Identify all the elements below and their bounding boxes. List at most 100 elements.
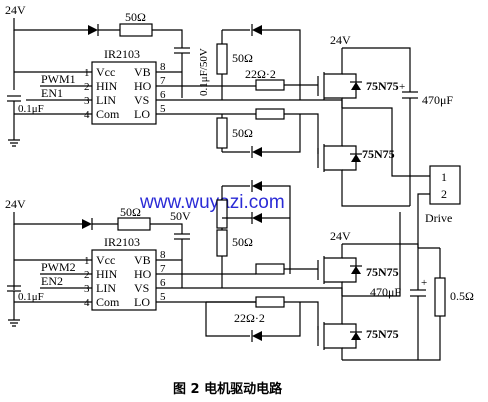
top-ground [8,139,20,147]
top-bootstrap-cap [174,47,190,54]
bottom-bulk-cap [410,289,426,297]
bottom-boot-resistor [117,217,151,231]
bottom-boot-resistor-label: 50Ω [120,205,141,219]
top-lo-gate-diode [251,146,262,158]
top-pinnum-8: 8 [160,61,166,73]
bottom-pin-lo: LO [134,295,150,309]
top-driver-section: 24V 50Ω 0.1μF/50V IR2103 Vcc HIN LIN Com… [5,3,453,207]
top-supply-wire [13,18,88,31]
bottom-hi-gate-diode-2 [251,212,262,224]
top-pinnum-7: 7 [160,75,166,87]
bottom-ir2103-chip [91,249,157,311]
top-supply-label: 24V [5,3,26,17]
bottom-hi-supply-label: 24V [330,229,351,243]
top-hi-mosfet [317,70,362,108]
top-lo-pull-resistor-label: 50Ω [232,126,253,140]
bottom-bypass-cap-label: 0.1μF [18,291,44,303]
bottom-sense-resistor-label: 0.5Ω [450,289,474,303]
bottom-bootstrap-cap [174,233,190,240]
bottom-pinnum-8: 8 [160,249,166,261]
motor-block: 1 2 Drive [417,165,461,248]
top-pin-lin: LIN [96,93,116,107]
top-pin-hin: HIN [96,79,118,93]
motor-label: Drive [425,211,452,225]
bottom-pinnum-3: 3 [84,283,90,295]
bottom-pin-ho: HO [134,267,152,281]
top-pinnum-2: 2 [84,81,90,93]
bottom-hi-pull-resistor-b [216,229,228,257]
bottom-input-en2: EN2 [41,274,63,288]
motor-pin-2: 2 [441,187,447,201]
bottom-gate-resistor-label: 22Ω·2 [234,311,265,325]
bottom-supply-label: 24V [5,197,26,211]
bottom-hi-gate-resistor [255,263,285,275]
motor-pin-1: 1 [441,170,447,184]
bottom-pin-lin: LIN [96,281,116,295]
top-chip-label: IR2103 [104,47,140,61]
top-lo-pull-resistor [216,117,228,149]
bottom-pinnum-6: 6 [160,277,166,289]
top-pinnum-5: 5 [160,103,166,115]
bottom-pin-vs: VS [134,281,149,295]
watermark: www.wuyazi.com [139,192,285,213]
top-pinnum-6: 6 [160,89,166,101]
top-boot-resistor [119,23,153,37]
top-pinnum-4: 4 [84,109,90,121]
bottom-bulk-cap-plus: + [421,277,427,289]
bottom-hi-mosfet [317,256,362,296]
bottom-pinnum-7: 7 [160,263,166,275]
bottom-pinnum-5: 5 [160,291,166,303]
bottom-pinnum-2: 2 [84,269,90,281]
bottom-bulk-cap-label: 470μF [370,285,401,299]
top-pin-lo: LO [134,107,150,121]
top-pin-com: Com [96,107,120,121]
top-hi-supply-label: 24V [330,33,351,47]
top-lo-gate-resistor [255,108,285,120]
bottom-lo-gate-resistor [255,296,285,308]
top-hi-gate-diode [251,24,262,36]
top-pinnum-1: 1 [84,67,90,79]
bottom-driver-section: 24V 50Ω 50V IR2103 Vcc HIN LIN Com VB HO… [5,180,474,361]
bottom-hi-mosfet-label: 75N75 [366,265,399,279]
bottom-hi-pull-resistor-label: 50Ω [232,235,253,249]
bottom-bootstrap-diode [82,218,93,230]
top-pin-vcc: Vcc [96,65,115,79]
top-bypass-cap [7,95,21,102]
bottom-bootstrap-cap-label: 50V [170,209,191,223]
bottom-ground [8,319,20,327]
top-bulk-cap-plus: + [399,81,405,93]
top-bootstrap-diode [88,24,99,36]
bottom-lo-mosfet-label: 75N75 [366,327,399,341]
bottom-input-pwm2: PWM2 [41,260,76,274]
bottom-pinnum-4: 4 [84,297,90,309]
top-bulk-cap-label: 470μF [422,93,453,107]
top-input-pwm1: PWM1 [41,72,76,86]
bottom-hi-gate-diode [251,180,262,192]
bottom-lo-gate-diode [251,330,262,342]
top-bootstrap-cap-label: 0.1μF/50V [198,48,210,96]
figure-caption: 图 2 电机驱动电路 [173,381,283,397]
top-ir2103-chip [91,61,157,125]
top-hi-pull-resistor-label: 50Ω [232,51,253,65]
bottom-sense-resistor [434,277,446,317]
motor-connector [429,165,461,205]
top-pin-ho: HO [134,79,152,93]
bottom-hi-pull-resistor-a [216,199,228,229]
top-hi-pull-resistor [216,43,228,75]
bottom-pin-vcc: Vcc [96,253,115,267]
bottom-lo-mosfet [317,312,362,360]
top-pin-vs: VS [134,93,149,107]
top-input-en1: EN1 [41,86,63,100]
bottom-pin-com: Com [96,295,120,309]
top-pinnum-3: 3 [84,95,90,107]
bottom-pin-vb: VB [134,253,151,267]
top-lo-mosfet-label: 75N75 [362,147,395,161]
top-pin-vb: VB [134,65,151,79]
top-lo-mosfet [317,128,362,186]
top-hi-mosfet-label: 75N75 [366,79,399,93]
top-bypass-cap-label: 0.1μF [18,103,44,115]
bottom-pinnum-1: 1 [84,255,90,267]
top-gate-resistor-label: 22Ω·2 [245,67,276,81]
